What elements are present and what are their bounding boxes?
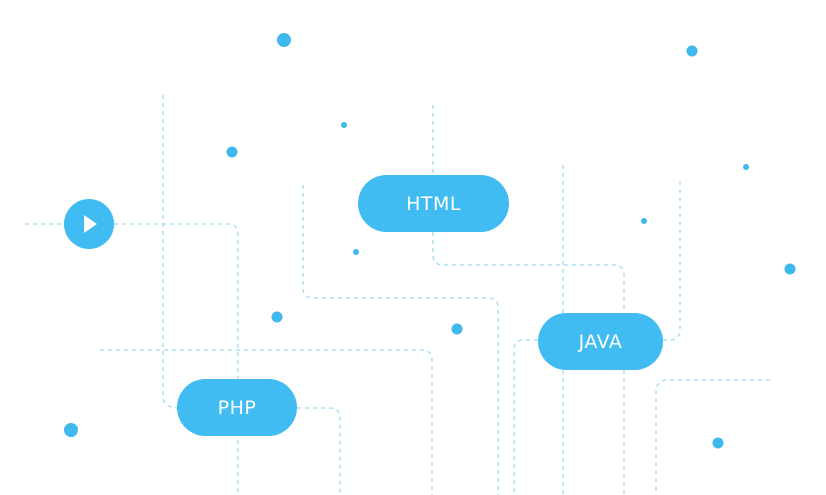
- java-pill: [538, 313, 663, 370]
- html-pill: [358, 175, 509, 232]
- play-icon: [84, 215, 97, 233]
- java-label: JAVA: [578, 331, 623, 353]
- connector-bottom-right: [655, 379, 770, 495]
- dot: [226, 146, 238, 158]
- dot: [341, 122, 347, 128]
- connector-php-right: [297, 407, 341, 495]
- dot: [451, 323, 463, 335]
- dot: [686, 45, 698, 57]
- dot: [743, 164, 749, 170]
- connector-play-to-down: [114, 223, 239, 495]
- html-label: HTML: [406, 193, 461, 215]
- dot: [277, 33, 291, 47]
- dot: [64, 423, 78, 437]
- connector-java-left: [513, 339, 538, 495]
- connector-java-right: [663, 180, 681, 341]
- dot: [353, 249, 359, 255]
- connector-loop-vertical: [302, 185, 499, 495]
- dot: [712, 437, 724, 449]
- php-pill: [177, 379, 297, 436]
- php-label: PHP: [218, 397, 257, 419]
- php-node: PHP: [177, 379, 297, 436]
- connector-lines: [25, 95, 770, 495]
- java-node: JAVA: [538, 313, 663, 370]
- connector-html-to-java: [432, 232, 625, 313]
- dot: [784, 263, 796, 275]
- play-button[interactable]: [64, 199, 114, 249]
- html-node: HTML: [358, 175, 509, 232]
- dot: [641, 218, 647, 224]
- dot: [271, 311, 283, 323]
- connector-left-vertical: [162, 95, 179, 409]
- connector-horizontal-mid: [100, 349, 433, 495]
- decorative-dots: [64, 33, 796, 449]
